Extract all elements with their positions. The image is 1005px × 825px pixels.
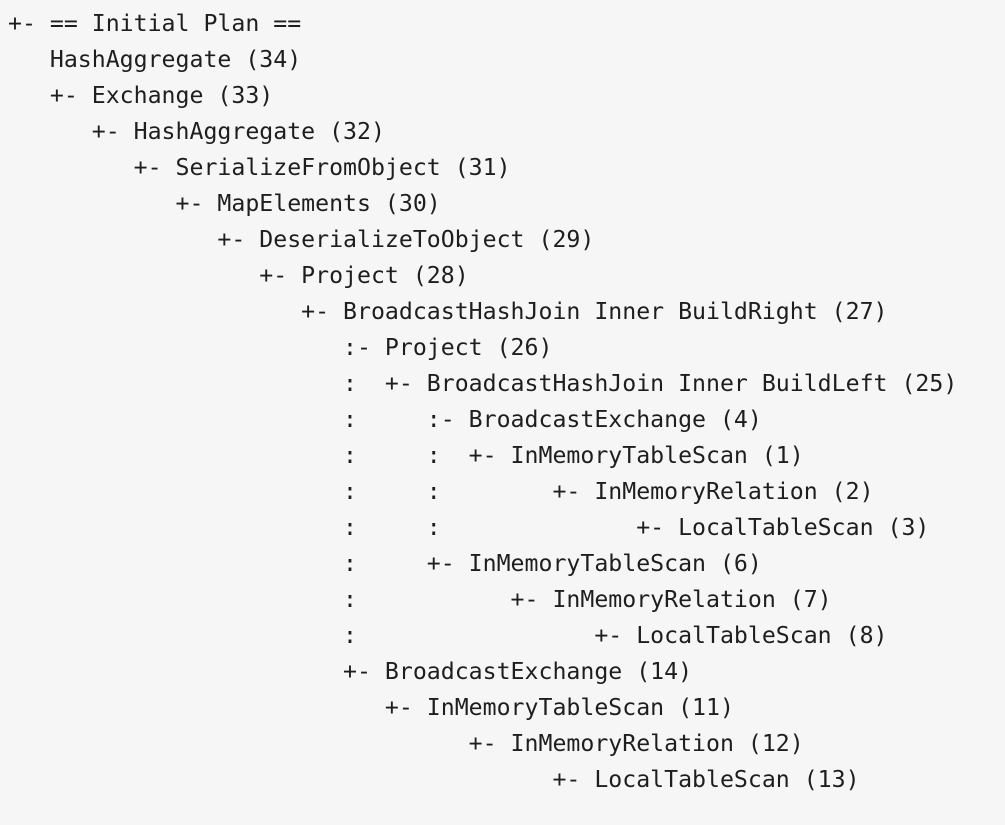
plan-line-hash-aggregate-34: HashAggregate (34): [8, 46, 302, 73]
plan-line-in-memory-table-scan-11: +- InMemoryTableScan (11): [8, 694, 734, 721]
plan-line-in-memory-table-scan-6: : +- InMemoryTableScan (6): [8, 550, 762, 577]
plan-line-serialize-from-object-31: +- SerializeFromObject (31): [8, 154, 511, 181]
plan-line-broadcast-hash-join-25: : +- BroadcastHashJoin Inner BuildLeft (…: [8, 370, 958, 397]
plan-line-broadcast-exchange-4: : :- BroadcastExchange (4): [8, 406, 762, 433]
plan-line-deserialize-to-object-29: +- DeserializeToObject (29): [8, 226, 595, 253]
plan-line-local-table-scan-3: : : +- LocalTableScan (3): [8, 514, 930, 541]
plan-line-in-memory-relation-2: : : +- InMemoryRelation (2): [8, 478, 874, 505]
plan-line-project-26: :- Project (26): [8, 334, 553, 361]
plan-line-header: +- == Initial Plan ==: [8, 10, 302, 37]
plan-line-local-table-scan-8: : +- LocalTableScan (8): [8, 622, 888, 649]
plan-line-broadcast-hash-join-27: +- BroadcastHashJoin Inner BuildRight (2…: [8, 298, 888, 325]
plan-line-in-memory-relation-7: : +- InMemoryRelation (7): [8, 586, 832, 613]
plan-line-in-memory-table-scan-1: : : +- InMemoryTableScan (1): [8, 442, 804, 469]
plan-line-hash-aggregate-32: +- HashAggregate (32): [8, 118, 385, 145]
plan-line-exchange-33: +- Exchange (33): [8, 82, 274, 109]
plan-line-local-table-scan-13: +- LocalTableScan (13): [8, 766, 860, 793]
plan-line-in-memory-relation-12: +- InMemoryRelation (12): [8, 730, 804, 757]
plan-line-broadcast-exchange-14: +- BroadcastExchange (14): [8, 658, 693, 685]
plan-line-project-28: +- Project (28): [8, 262, 469, 289]
plan-line-map-elements-30: +- MapElements (30): [8, 190, 441, 217]
